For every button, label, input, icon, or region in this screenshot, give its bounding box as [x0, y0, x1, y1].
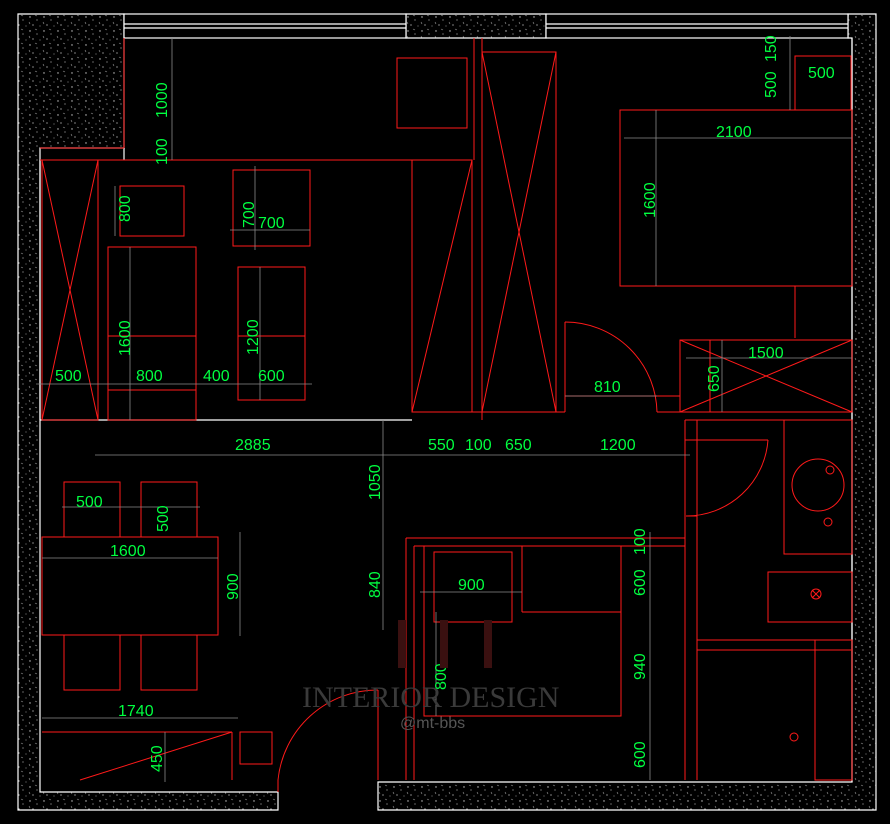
sink [767, 571, 853, 623]
dim-1600-bed: 1600 [642, 182, 659, 218]
top-cabinet [396, 57, 468, 129]
dim-940: 940 [632, 653, 649, 680]
dim-400: 400 [203, 368, 230, 385]
dim-100-right: 100 [632, 528, 649, 555]
wall-top-middle [405, 13, 547, 39]
dim-810: 810 [594, 379, 621, 396]
armchair [119, 185, 185, 237]
toilet-area [814, 639, 853, 781]
dimension-labels: 1000 100 800 700 700 1600 1200 500 800 4… [55, 35, 835, 772]
watermark: INTERIOR DESIGN @mt-bbs [302, 620, 559, 732]
dim-700-v: 700 [241, 201, 258, 228]
dim-2885: 2885 [235, 437, 271, 454]
dim-2100: 2100 [716, 124, 752, 141]
dim-500-top: 500 [763, 71, 780, 98]
dim-500-cab: 500 [55, 368, 82, 385]
dim-500-box: 500 [808, 65, 835, 82]
dimension-lines [38, 36, 852, 782]
shower [783, 419, 853, 555]
watermark-title: INTERIOR DESIGN [302, 681, 559, 714]
dim-450: 450 [149, 745, 166, 772]
dining-table [41, 536, 219, 636]
bed [619, 109, 853, 287]
coffee-table [237, 266, 306, 401]
window-right [545, 13, 849, 39]
dim-800-sofa: 800 [136, 368, 163, 385]
dim-800-chair: 800 [117, 195, 134, 222]
dim-700-h: 700 [258, 215, 285, 232]
dim-1200-h: 1200 [600, 437, 636, 454]
walls [17, 13, 877, 811]
sofa [107, 246, 197, 421]
dim-650-h: 650 [505, 437, 532, 454]
dim-1200-table: 1200 [245, 319, 262, 355]
dim-600-table: 600 [258, 368, 285, 385]
wall-top-right [377, 13, 877, 811]
dim-500-chair: 500 [76, 494, 103, 511]
dim-550: 550 [428, 437, 455, 454]
entry-box [239, 731, 273, 765]
left-cabinet [41, 159, 99, 421]
desk-chair [433, 551, 513, 623]
dim-100-mid: 100 [465, 437, 492, 454]
dim-600-right-a: 600 [632, 569, 649, 596]
wall-left [17, 13, 279, 811]
wardrobe-right [679, 339, 853, 413]
dim-900-dining: 900 [225, 573, 242, 600]
dim-1000: 1000 [154, 82, 171, 118]
door-swing-bedroom [564, 321, 658, 413]
dim-840: 840 [367, 571, 384, 598]
dining-chair-2 [140, 481, 198, 538]
dim-600-right-b: 600 [632, 741, 649, 768]
door-swing-entry [277, 689, 379, 781]
dim-650-v: 650 [706, 365, 723, 392]
window-left [123, 13, 407, 39]
dim-500-chair-v: 500 [155, 505, 172, 532]
dim-800-desk: 800 [433, 663, 450, 690]
dining-chair-3 [63, 634, 121, 691]
shower-drain [791, 458, 845, 512]
dim-100-top: 100 [154, 138, 171, 165]
dim-1500: 1500 [748, 345, 784, 362]
dim-1050: 1050 [367, 464, 384, 500]
dining-chair-1 [63, 481, 121, 538]
dim-1600-sofa: 1600 [117, 320, 134, 356]
dining-chair-4 [140, 634, 198, 691]
watermark-subtitle: @mt-bbs [400, 715, 465, 732]
dim-1600-dining: 1600 [110, 543, 146, 560]
side-table [232, 169, 311, 247]
door-swing-bathroom [685, 439, 769, 517]
dim-150: 150 [763, 35, 780, 62]
furniture-lines [40, 38, 853, 792]
dim-900-desk: 900 [458, 577, 485, 594]
dim-1740: 1740 [118, 703, 154, 720]
